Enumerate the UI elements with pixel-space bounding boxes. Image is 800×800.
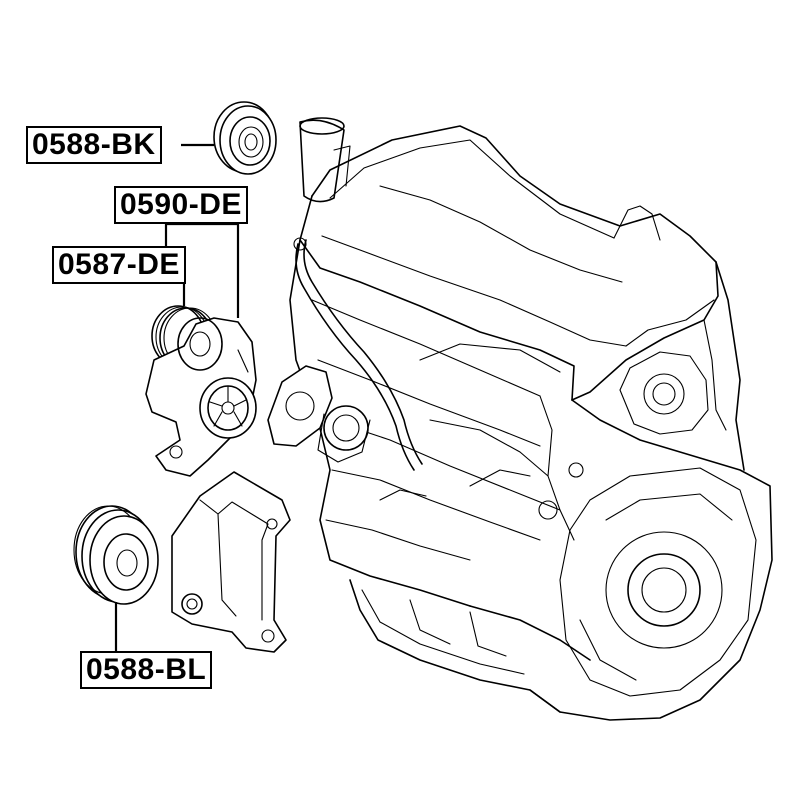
engine-block <box>267 117 773 721</box>
mounting-bracket <box>171 471 291 653</box>
part-label-0587-de: 0587-DE <box>52 246 186 284</box>
idler-pulley-top <box>213 101 277 175</box>
leader-lines <box>114 143 240 651</box>
part-label-0588-bk: 0588-BK <box>26 126 162 164</box>
tensioner-assembly <box>145 305 257 477</box>
part-label-0590-de: 0590-DE <box>114 186 248 224</box>
part-label-0588-bl: 0588-BL <box>80 651 213 689</box>
idler-pulley-bottom <box>73 505 159 605</box>
